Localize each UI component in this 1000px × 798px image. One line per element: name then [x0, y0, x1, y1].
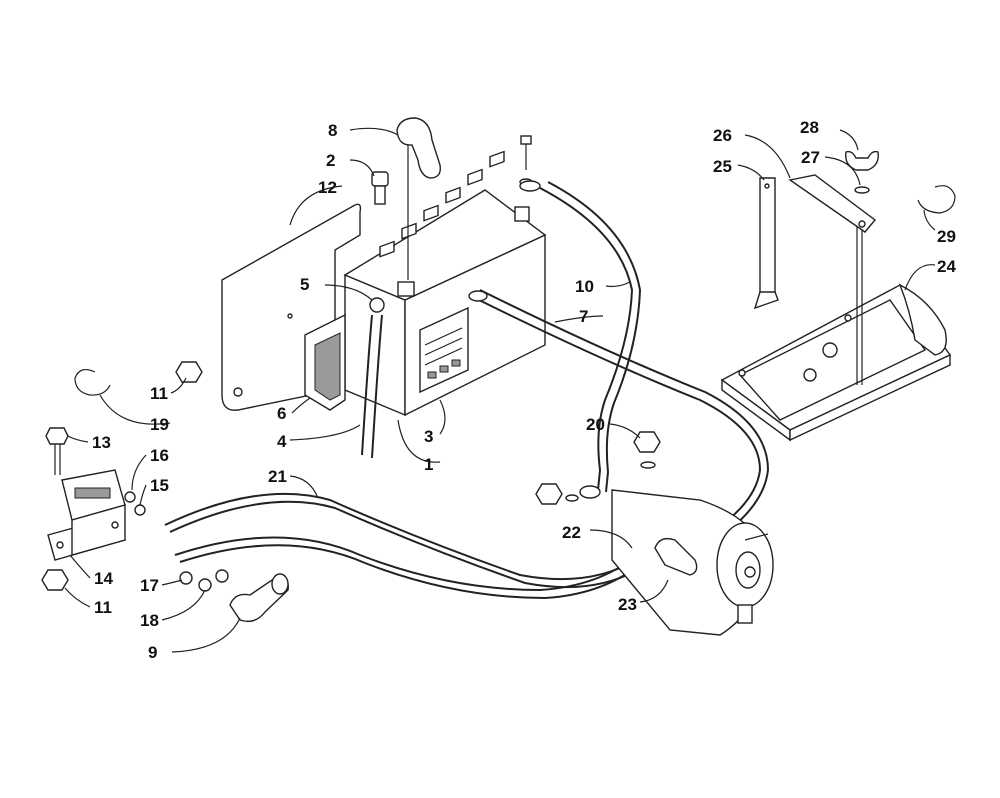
battery-terminal-positive: [514, 206, 530, 222]
starter-solenoid: [47, 469, 126, 561]
washers-17-18: [179, 569, 229, 592]
callout-11a: 11: [150, 384, 168, 403]
callout-5: 5: [300, 275, 309, 294]
strap-25: [753, 177, 779, 310]
vent-fitting: [371, 171, 389, 205]
callout-6: 6: [277, 404, 286, 423]
callout-16: 16: [150, 446, 169, 465]
battery-label-panel: [419, 306, 469, 394]
clip-29: [917, 185, 956, 214]
callout-4: 4: [277, 432, 287, 451]
callout-15: 15: [150, 476, 169, 495]
callout-20: 20: [586, 415, 605, 434]
callout-26: 26: [713, 126, 732, 145]
callout-10: 10: [575, 277, 594, 296]
hold-down-rod: [856, 225, 863, 385]
callout-3: 3: [424, 427, 433, 446]
callout-11b: 11: [94, 598, 112, 617]
starter-boot: [654, 537, 698, 576]
callout-1: 1: [424, 455, 433, 474]
leader-lines: [64, 127, 936, 653]
callout-7: 7: [579, 307, 588, 326]
callout-25: 25: [713, 157, 732, 176]
callout-22: 22: [562, 523, 581, 542]
callout-19: 19: [150, 415, 169, 434]
nut-11-lower: [41, 569, 69, 591]
callout-13: 13: [92, 433, 111, 452]
callout-8: 8: [328, 121, 337, 140]
callout-27: 27: [801, 148, 820, 167]
battery-pad-6: [304, 313, 346, 411]
bolt-13: [45, 427, 69, 475]
callout-24: 24: [937, 257, 956, 276]
battery-terminal-negative: [397, 281, 415, 297]
solenoid-boot-9: [229, 573, 289, 623]
nut-11-upper: [175, 361, 203, 383]
vent-elbow: [369, 297, 385, 313]
vent-hose: [361, 297, 385, 459]
battery-tray: [720, 283, 952, 442]
callout-21: 21: [268, 467, 287, 486]
callout-9: 9: [148, 643, 157, 662]
terminal-boot: [396, 117, 441, 280]
terminal-screw: [519, 135, 533, 186]
callout-18: 18: [140, 611, 159, 630]
washer-27: [854, 186, 870, 194]
callout-2: 2: [326, 151, 335, 170]
callout-28: 28: [800, 118, 819, 137]
callout-29: 29: [937, 227, 956, 246]
clip-19: [74, 368, 111, 396]
callout-12: 12: [318, 178, 337, 197]
battery: [343, 150, 547, 417]
callout-labels: 1 2 3 4 5 6 7 8 9 10 11 11 12 13 14 15 1…: [92, 118, 956, 662]
battery-cell-caps: [379, 150, 505, 258]
hold-down-bar-26: [788, 174, 877, 233]
negative-cable-7: [468, 289, 770, 553]
nut-20: [633, 431, 661, 469]
washers-15-16: [124, 491, 146, 516]
callout-14: 14: [94, 569, 113, 588]
cable-nut: [535, 483, 579, 505]
callout-17: 17: [140, 576, 159, 595]
positive-cable-10: [519, 180, 642, 499]
callout-23: 23: [618, 595, 637, 614]
